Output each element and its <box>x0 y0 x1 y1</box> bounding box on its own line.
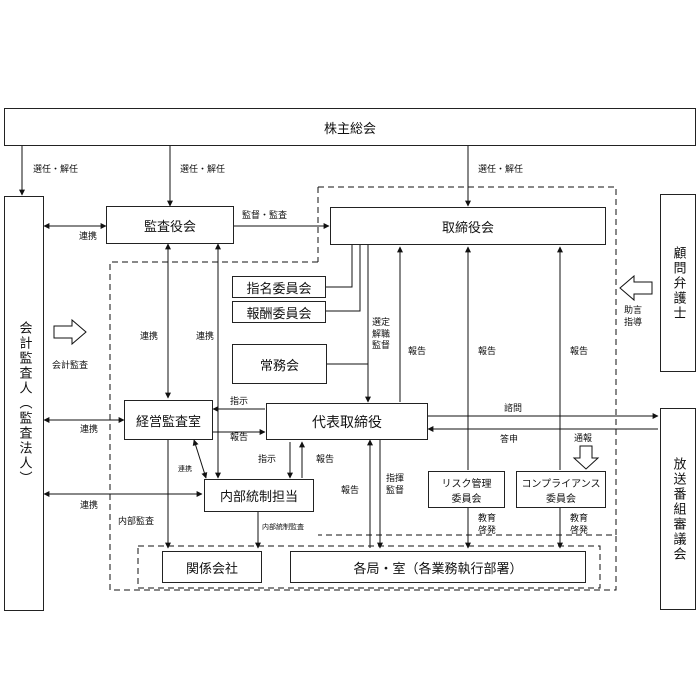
advice-label: 助言 指導 <box>624 306 643 328</box>
elect-label-3: 選任・解任 <box>478 165 524 175</box>
representative-director-box: 代表取締役 <box>266 403 428 440</box>
broadcast-council-box: 放送番組審議会 <box>660 408 696 610</box>
instruct-label-2: 指示 <box>258 455 277 465</box>
report-board-label-3: 報告 <box>570 347 589 357</box>
remuneration-committee-box: 報酬委員会 <box>232 301 326 323</box>
board-of-auditors-box: 監査役会 <box>106 206 234 244</box>
legal-advisor-box: 顧問弁護士 <box>660 194 696 372</box>
consult-label: 諮問 <box>504 404 523 414</box>
coop-label-left-mid: 連携 <box>80 425 99 435</box>
internal-audit-label: 内部監査 <box>118 517 155 527</box>
report-board-label-2: 報告 <box>478 347 497 357</box>
dashed-region-execution <box>109 261 617 591</box>
supervise-audit-label: 監督・監査 <box>242 211 288 221</box>
command-supervise-label: 指揮 監督 <box>386 474 405 496</box>
educate-label-1: 教育 啓発 <box>478 514 497 536</box>
reply-label: 答申 <box>500 435 519 445</box>
coop-label-left-low: 連携 <box>80 501 99 511</box>
accounting-audit-label: 会計監査 <box>52 361 89 371</box>
coop-label-audit-v2: 連携 <box>196 332 215 342</box>
managing-board-box: 常務会 <box>232 344 327 384</box>
elect-label-2: 選任・解任 <box>180 165 226 175</box>
dashed-region-board <box>318 186 617 536</box>
coop-label-small: 連携 <box>178 465 192 473</box>
nomination-committee-box: 指名委員会 <box>232 276 326 298</box>
management-audit-office-box: 経営監査室 <box>124 400 213 440</box>
accounting-auditor-box: 会計監査人（監査法人） <box>4 196 44 611</box>
internal-control-box: 内部統制担当 <box>204 479 314 512</box>
instruct-label-1: 指示 <box>230 397 249 407</box>
elect-label-1: 選任・解任 <box>33 165 79 175</box>
risk-management-committee-box: リスク管理 委員会 <box>428 471 505 508</box>
internal-control-audit-label: 内部統制監査 <box>262 523 304 531</box>
departments-box: 各局・室（各業務執行部署） <box>290 551 586 583</box>
report-board-label-1: 報告 <box>408 347 427 357</box>
board-of-directors-box: 取締役会 <box>330 207 606 245</box>
shareholders-meeting-box: 株主総会 <box>4 108 696 146</box>
select-dismiss-supervise-label: 選定 解職 監督 <box>372 318 391 352</box>
dashed-region-departments <box>137 545 601 589</box>
coop-label-top: 連携 <box>79 232 98 242</box>
report-departments-label: 報告 <box>341 486 360 496</box>
report-internal-control-label: 報告 <box>316 455 335 465</box>
coop-label-audit-v: 連携 <box>140 332 159 342</box>
educate-label-2: 教育 啓発 <box>570 514 589 536</box>
notify-label: 通報 <box>574 434 593 444</box>
affiliates-box: 関係会社 <box>162 551 262 583</box>
report-president-label: 報告 <box>230 433 249 443</box>
compliance-committee-box: コンプライアンス 委員会 <box>516 471 606 508</box>
